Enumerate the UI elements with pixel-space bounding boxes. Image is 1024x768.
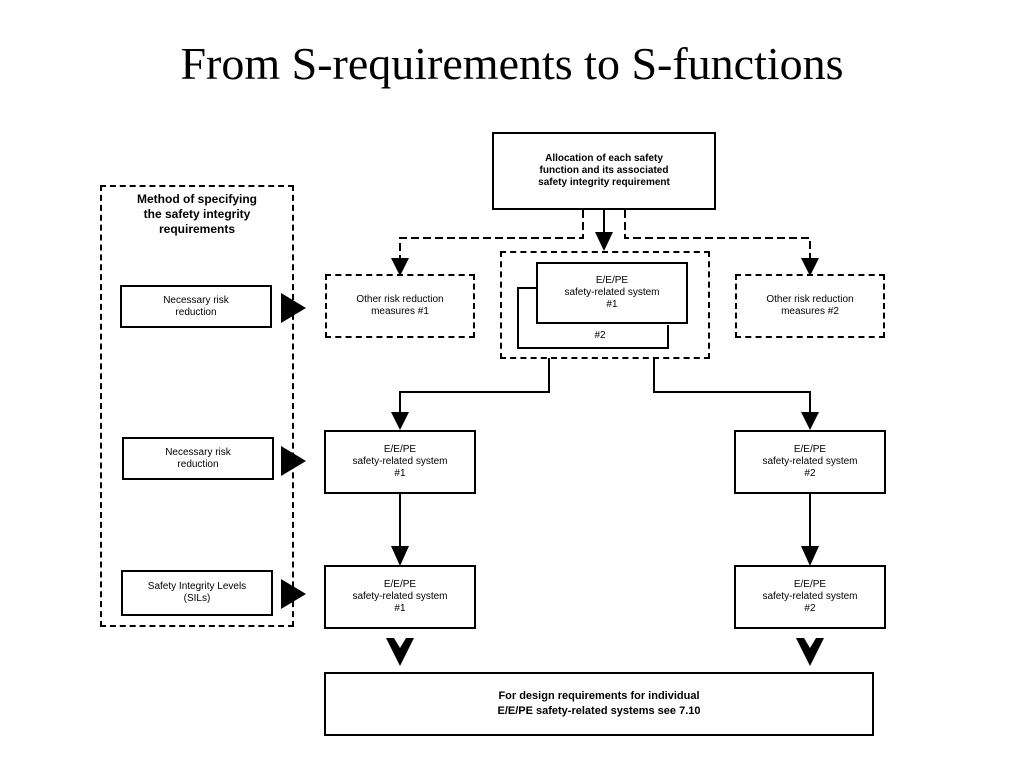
allocation-box: Allocation of each safety function and i… (492, 132, 716, 210)
arrowhead-low1 (391, 546, 409, 566)
connector-alloc-right (624, 210, 811, 258)
arrowhead-center (595, 232, 613, 251)
allocation-line1: Allocation of each safety (545, 153, 663, 164)
sys-mid-2-line1: E/E/PE (793, 444, 827, 455)
center-inner-label: #2 (594, 330, 606, 341)
center-system-box: E/E/PE safety-related system #1 (536, 262, 688, 324)
left-label-2-line1: Necessary risk (165, 446, 231, 458)
sys-mid-1-line3: #1 (394, 468, 406, 479)
sys-mid-1-line2: safety-related system (352, 456, 448, 467)
slide-title: From S-requirements to S-functions (180, 38, 844, 89)
sys-mid-2-line3: #2 (804, 468, 816, 479)
connector-alloc-left (399, 210, 584, 258)
other-risk-1-line2: measures #1 (371, 306, 429, 317)
left-label-3-line1: Safety Integrity Levels (147, 581, 247, 592)
system-low-1: E/E/PE safety-related system #1 (324, 565, 476, 629)
method-line1: Method of specifying (137, 192, 257, 206)
arrowhead-low2 (801, 546, 819, 566)
center-system-container (500, 251, 710, 359)
left-label-2-line2: reduction (177, 458, 219, 470)
center-system-line3: #1 (606, 299, 618, 310)
design-line1: For design requirements for individual (498, 690, 700, 702)
left-label-3-line2: (SILs) (183, 593, 211, 604)
method-line2: the safety integrity (143, 207, 251, 221)
connector-center-to-mid2 (653, 358, 811, 414)
left-label-necessary-risk-2: Necessary risk reduction (122, 437, 274, 480)
left-label-1-line2: reduction (175, 306, 217, 318)
chevron-left (386, 638, 414, 666)
inner-bracket (517, 287, 669, 349)
arrowhead-mid2 (801, 412, 819, 430)
sys-low-1-line1: E/E/PE (383, 579, 417, 590)
other-risk-reduction-1: Other risk reduction measures #1 (325, 274, 475, 338)
other-risk-2-line1: Other risk reduction (766, 294, 854, 305)
left-label-1-line1: Necessary risk (163, 294, 229, 306)
chevron-right (796, 638, 824, 666)
arrowhead-other1 (391, 258, 409, 276)
method-title: Method of specifying the safety integrit… (104, 192, 290, 237)
sys-low-1-line2: safety-related system (352, 591, 448, 602)
center-system-line2: safety-related system (564, 287, 660, 298)
system-low-2: E/E/PE safety-related system #2 (734, 565, 886, 629)
system-mid-1: E/E/PE safety-related system #1 (324, 430, 476, 494)
allocation-line3: safety integrity requirement (538, 177, 670, 188)
other-risk-2-line2: measures #2 (781, 306, 839, 317)
other-risk-reduction-2: Other risk reduction measures #2 (735, 274, 885, 338)
method-line3: requirements (158, 222, 236, 236)
allocation-line2: function and its associated (539, 165, 669, 176)
design-line2: E/E/PE safety-related systems see 7.10 (497, 705, 701, 717)
sys-low-1-line3: #1 (394, 603, 406, 614)
left-label-necessary-risk-1: Necessary risk reduction (120, 285, 272, 328)
connector-center-to-mid1 (399, 358, 550, 414)
left-label-sils: Safety Integrity Levels (SILs) (121, 570, 273, 616)
design-requirements-box: For design requirements for individual E… (324, 672, 874, 736)
arrowhead-other2 (801, 258, 819, 276)
sys-mid-1-line1: E/E/PE (383, 444, 417, 455)
method-container (100, 185, 294, 627)
sys-low-2-line3: #2 (804, 603, 816, 614)
sys-low-2-line1: E/E/PE (793, 579, 827, 590)
sys-low-2-line2: safety-related system (762, 591, 858, 602)
arrowhead-mid1 (391, 412, 409, 430)
center-system-line1: E/E/PE (595, 275, 629, 286)
sys-mid-2-line2: safety-related system (762, 456, 858, 467)
system-mid-2: E/E/PE safety-related system #2 (734, 430, 886, 494)
other-risk-1-line1: Other risk reduction (356, 294, 444, 305)
